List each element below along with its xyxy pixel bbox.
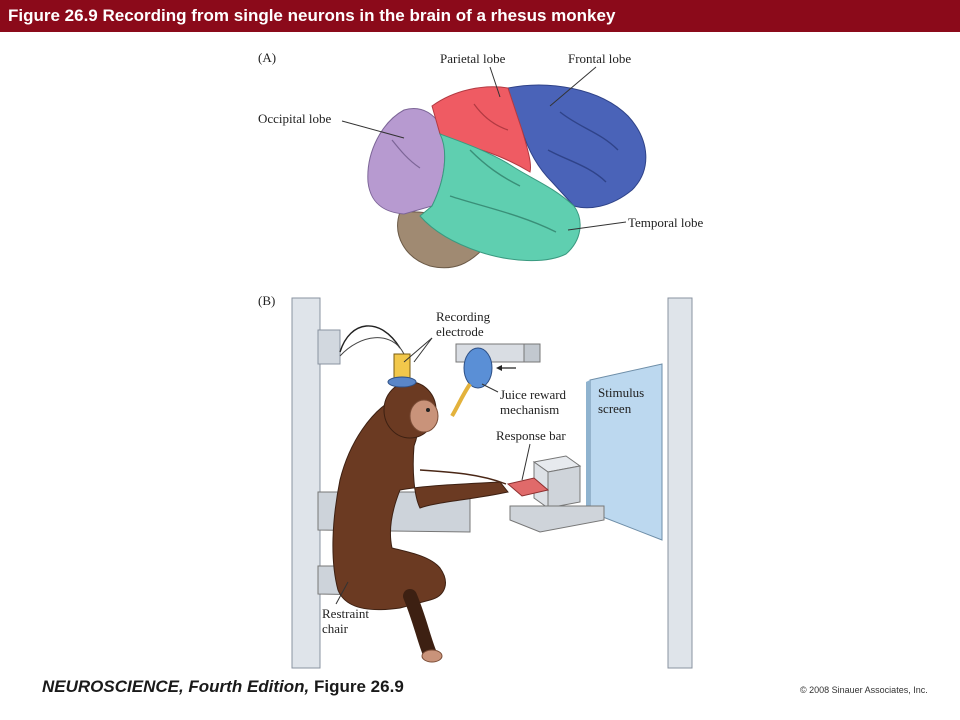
footer-figure-ref: Figure 26.9 xyxy=(314,677,404,696)
recording-electrode-label-2: electrode xyxy=(436,324,484,339)
electrode-leader-line-2 xyxy=(404,338,432,362)
response-bar-label: Response bar xyxy=(496,428,566,443)
stimulus-screen-edge xyxy=(586,380,590,512)
frontal-lobe-label: Frontal lobe xyxy=(568,51,631,66)
post-bracket xyxy=(318,330,340,364)
panel-a-label: (A) xyxy=(258,50,276,65)
response-bar-leader-line xyxy=(522,444,530,480)
juice-rail-knob xyxy=(524,344,540,362)
restraint-chair-label-1: Restraint xyxy=(322,606,369,621)
temporal-lobe-label: Temporal lobe xyxy=(628,215,703,230)
panel-a: (A) Parietal lobe Frontal lobe Occipital… xyxy=(258,50,703,268)
monkey-face xyxy=(410,400,438,432)
stimulus-screen-label-1: Stimulus xyxy=(598,385,644,400)
footer-copyright: © 2008 Sinauer Associates, Inc. xyxy=(800,685,928,695)
parietal-lobe-label: Parietal lobe xyxy=(440,51,506,66)
recording-electrode-label-1: Recording xyxy=(436,309,491,324)
juice-arrow-head xyxy=(496,365,502,371)
monkey-foot xyxy=(422,650,442,662)
juice-spout xyxy=(452,384,470,416)
recording-chamber-base xyxy=(388,377,416,387)
footer-book-title: NEUROSCIENCE, Fourth Edition, Figure 26.… xyxy=(42,677,404,697)
monkey-leg xyxy=(410,596,430,654)
electrode-leader-line xyxy=(414,338,432,362)
juice-bottle xyxy=(464,348,492,388)
restraint-chair-label-2: chair xyxy=(322,621,349,636)
stimulus-screen-label-2: screen xyxy=(598,401,632,416)
occipital-lobe-region xyxy=(368,109,445,214)
response-shelf xyxy=(510,506,604,532)
footer-book-name: NEUROSCIENCE, Fourth Edition, xyxy=(42,677,309,696)
panel-b: (B) xyxy=(258,293,692,668)
juice-leader-line xyxy=(482,384,498,392)
juice-reward-label-1: Juice reward xyxy=(500,387,567,402)
occipital-lobe-label: Occipital lobe xyxy=(258,111,332,126)
left-frame-post xyxy=(292,298,320,668)
juice-reward-label-2: mechanism xyxy=(500,402,559,417)
monkey-eye xyxy=(426,408,430,412)
right-frame-post xyxy=(668,298,692,668)
response-box-side xyxy=(548,466,580,508)
recording-electrode-chamber xyxy=(394,354,410,380)
panel-b-label: (B) xyxy=(258,293,275,308)
